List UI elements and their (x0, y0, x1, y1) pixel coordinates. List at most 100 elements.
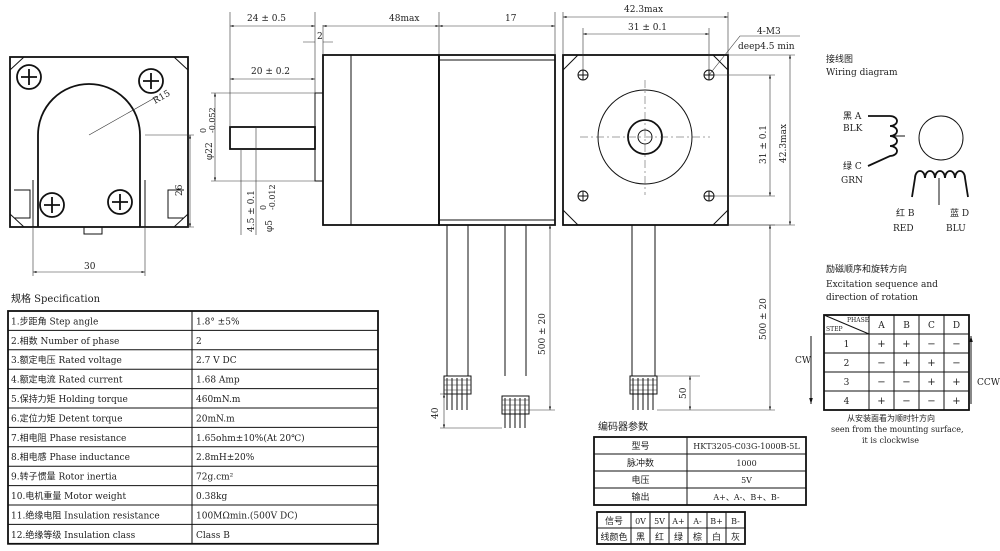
wire-d-en: BLU (946, 224, 966, 234)
dim-phi22: φ22 (205, 142, 215, 160)
excitation-step-label: 3 (844, 378, 850, 388)
excitation-sequence: 励磁顺序和旋转方向 Excitation sequence and direct… (795, 263, 1000, 445)
excitation-step-label: 1 (844, 340, 850, 350)
excitation-title-cn: 励磁顺序和旋转方向 (826, 263, 907, 275)
encoder-label: 型号 (631, 441, 649, 452)
encoder-value: HKT3205-C03G-1000B-5L (693, 442, 800, 451)
spec-value: 100MΩmin.(500V DC) (196, 510, 298, 521)
dim-40: 40 (431, 407, 441, 419)
dim-42-3-width: 42.3max (624, 5, 663, 15)
wire-b-en: RED (893, 224, 914, 234)
spec-value: 1.65ohm±10%(At 20℃) (196, 433, 305, 444)
dim-phi5-tol-up: 0 (259, 205, 268, 210)
excitation-cell: − (877, 377, 885, 388)
spec-value: 1.68 Amp (196, 376, 240, 386)
spec-label: 2.相数 Number of phase (11, 335, 119, 347)
excitation-cell: + (877, 339, 885, 350)
dim-31-height: 31 ± 0.1 (759, 125, 769, 164)
excitation-cell: − (877, 358, 885, 369)
excitation-cell: − (927, 339, 935, 350)
excitation-cell: + (952, 377, 960, 388)
excitation-phase-header: C (928, 321, 935, 331)
color-cell: 黑 (636, 532, 645, 543)
excitation-corner-phase: PHASE (847, 317, 869, 324)
excitation-cell: + (902, 339, 910, 350)
spec-value: 0.38kg (196, 492, 227, 502)
dim-phi5: φ5 (265, 220, 275, 232)
dim-24: 24 ± 0.5 (247, 14, 286, 24)
excitation-title-en1: Excitation sequence and (826, 280, 938, 290)
excitation-cell: + (927, 358, 935, 369)
encoder-label: 电压 (631, 474, 649, 486)
deep-label: deep4.5 min (738, 42, 795, 52)
spec-label: 1.步距角 Step angle (11, 315, 98, 327)
signal-cell: B+ (710, 517, 723, 526)
excitation-cell: + (877, 396, 885, 407)
dim-48max: 48max (389, 14, 419, 24)
excitation-cell: − (927, 396, 935, 407)
wire-c-cn: 绿 C (843, 160, 862, 172)
excitation-title-en2: direction of rotation (826, 293, 918, 303)
color-header: 线颜色 (600, 531, 627, 543)
signal-cell: 0V (635, 517, 646, 526)
color-cell: 绿 (674, 531, 683, 543)
dim-phi22-tol-up: 0 (199, 128, 208, 133)
wiring-diagram: 接线图 Wiring diagram 黑 A BLK 绿 C GRN 红 B R… (826, 53, 969, 234)
spec-label: 6.定位力矩 Detent torque (11, 412, 122, 424)
dim-42-3-height: 42.3max (779, 124, 789, 163)
encoder-value: 5V (741, 476, 752, 485)
dim-2: 2 (317, 32, 323, 42)
spec-value: 1.8° ±5% (196, 317, 240, 327)
spec-value: 72g.cm² (196, 473, 234, 483)
wire-d-cn: 蓝 D (950, 207, 969, 219)
specification-table: 规格 Specification 1.步距角 Step angle 1.8° ±5… (7, 292, 379, 545)
spec-value: 2.7 V DC (196, 356, 237, 366)
spec-value: 2.8mH±20% (196, 453, 255, 463)
dim-phi5-tol-dn: -0.012 (268, 184, 277, 210)
signal-cell: 5V (654, 517, 665, 526)
m3-label: 4-M3 (757, 27, 781, 37)
dim-500-side: 500 ± 20 (538, 313, 548, 355)
ccw-label: CCW (977, 378, 1000, 388)
excitation-cell: + (952, 396, 960, 407)
spec-value: 460mN.m (196, 395, 241, 405)
excitation-cell: − (902, 396, 910, 407)
spec-label: 10.电机重量 Motor weight (11, 490, 126, 502)
color-cell: 棕 (693, 531, 702, 543)
excitation-cell: − (952, 358, 960, 369)
encoder-label: 输出 (631, 491, 649, 503)
spec-title: 规格 Specification (11, 292, 101, 305)
excitation-phase-header: D (953, 321, 960, 331)
spec-label: 5.保持力矩 Holding torque (11, 393, 128, 405)
encoder-label: 脉冲数 (627, 457, 654, 469)
spec-label: 3.额定电压 Rated voltage (11, 354, 122, 366)
r15-label: R15 (152, 89, 173, 107)
dim-17: 17 (505, 14, 517, 24)
cw-label: CW (795, 356, 812, 366)
dim-30: 30 (84, 262, 96, 272)
wiring-title-en: Wiring diagram (826, 68, 898, 78)
dim-26: 26 (175, 184, 185, 196)
rotation-note-en1: seen from the mounting surface, (831, 425, 964, 434)
side-view: 24 ± 0.5 48max 17 2 20 ± 0.2 φ22 0 -0.05… (199, 12, 556, 429)
excitation-step-label: 4 (844, 397, 850, 407)
left-end-view: R15 26 30 (9, 56, 194, 276)
rotation-note-en2: it is clockwise (862, 436, 919, 445)
excitation-corner-step: STEP (826, 326, 843, 333)
spec-label: 8.相电感 Phase inductance (11, 451, 130, 463)
excitation-phase-header: A (877, 321, 885, 331)
spec-label: 12.绝缘等级 Insulation class (11, 529, 136, 541)
color-cell: 灰 (731, 531, 740, 543)
wiring-title-cn: 接线图 (826, 53, 853, 65)
spec-label: 11.绝缘电阻 Insulation resistance (11, 509, 160, 521)
dim-31-width: 31 ± 0.1 (628, 23, 667, 33)
spec-value: 2 (196, 337, 202, 347)
excitation-cell: + (902, 358, 910, 369)
encoder-value: A+、A-、B+、B- (712, 493, 780, 502)
screw-icon (16, 64, 164, 218)
wire-b-cn: 红 B (896, 207, 915, 219)
excitation-phase-header: B (903, 321, 910, 331)
dim-phi22-tol-dn: -0.052 (208, 107, 217, 133)
